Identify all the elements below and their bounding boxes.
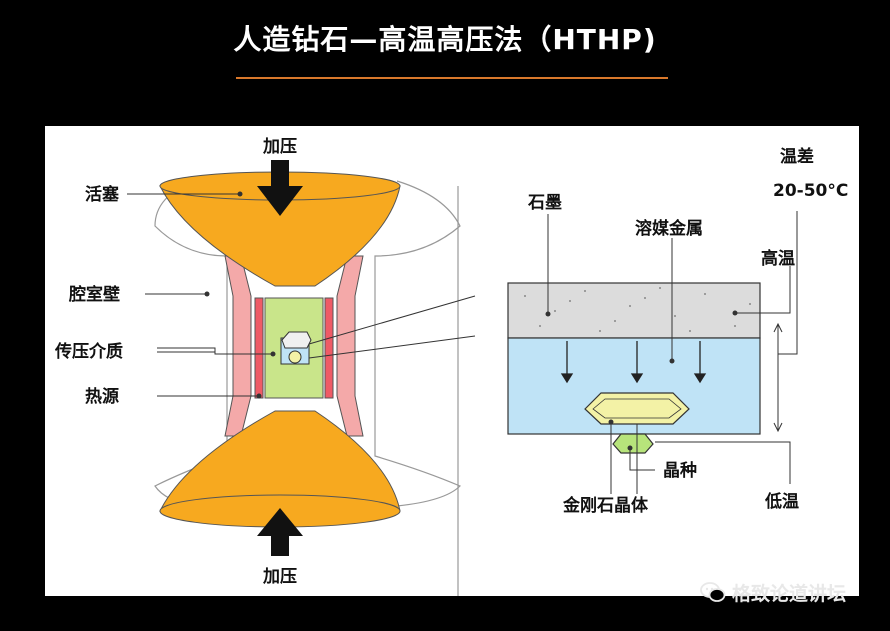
sample-graphite (281, 331, 312, 349)
heat-source-label: 热源 (85, 386, 119, 407)
leader-low-temp (655, 441, 791, 484)
top-anvil (159, 185, 401, 287)
diamond-crystal (584, 392, 690, 425)
title-underline (236, 77, 668, 79)
press-frame-right (374, 180, 462, 507)
press-top-label: 加压 (262, 137, 297, 157)
page-title: 人造钻石—高温高压法（HTHP) (233, 23, 657, 56)
flow-arrows (560, 341, 707, 384)
metal-solvent-label: 溶媒金属 (635, 218, 703, 239)
seed-label: 晶种 (663, 460, 697, 481)
press-arrow-up (257, 508, 303, 556)
temp-diff-label: 温差 (780, 146, 814, 167)
temp-diff-value: 20-50°C (773, 181, 848, 201)
growth-cell: 石墨 溶媒金属 温差 20-50°C 高温 晶种 低温 金刚石晶体 (507, 146, 848, 516)
chamber-wall-right (336, 255, 364, 437)
graphite-label: 石墨 (527, 193, 562, 213)
watermark: 格致论道讲坛 (700, 578, 846, 606)
chamber-wall-left (224, 255, 252, 437)
low-temp-label: 低温 (764, 491, 799, 512)
graphite-layer (507, 282, 761, 339)
diagram-panel: 加压 活塞 腔室壁 传压介质 热源 加压 (45, 126, 859, 596)
chamber-wall-label: 腔室壁 (68, 284, 120, 305)
leader-high-temp (735, 266, 791, 314)
callout-lines (308, 295, 476, 359)
diamond-label: 金刚石晶体 (562, 495, 649, 516)
wechat-bubble-icon (700, 582, 726, 602)
press-apparatus: 加压 活塞 腔室壁 传压介质 热源 加压 (54, 137, 476, 596)
high-temp-label: 高温 (761, 248, 795, 269)
leader-seed (629, 448, 655, 471)
press-bottom-label: 加压 (262, 567, 297, 587)
heater-left (254, 297, 264, 399)
heater-right (324, 297, 334, 399)
watermark-text: 格致论道讲坛 (732, 582, 847, 605)
sample-seed (288, 350, 302, 364)
press-arrow-down (257, 160, 303, 216)
pressure-medium-label: 传压介质 (54, 341, 123, 362)
seed-crystal (612, 433, 654, 454)
hthp-diagram: 加压 活塞 腔室壁 传压介质 热源 加压 (54, 137, 848, 596)
leader-medium (157, 347, 273, 355)
piston-label: 活塞 (85, 184, 120, 205)
